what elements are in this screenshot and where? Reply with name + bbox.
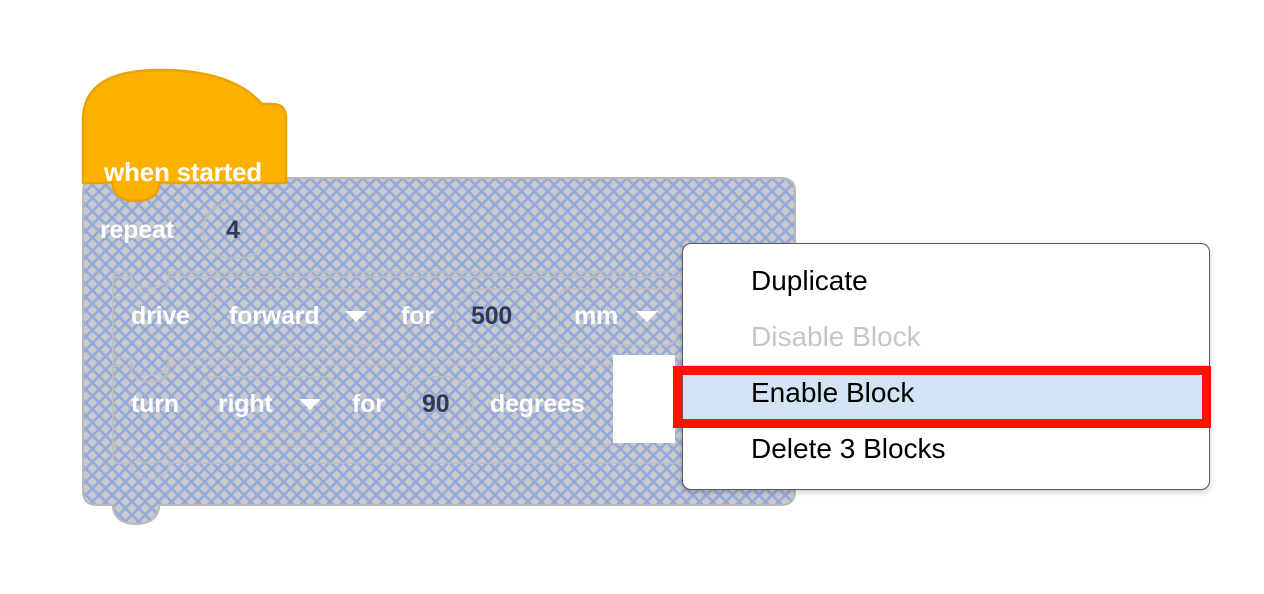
turn-direction-field [199, 376, 336, 434]
drive-block-shape[interactable] [112, 276, 796, 376]
block-context-menu[interactable]: Duplicate Disable Block Enable Block Del… [682, 243, 1210, 490]
turn-degrees-field [404, 376, 474, 434]
drive-distance-field [454, 288, 538, 346]
chevron-down-icon[interactable] [299, 399, 321, 410]
when-started-block-shape[interactable] [81, 68, 288, 203]
menu-gap-overlay [613, 355, 675, 443]
chevron-down-icon[interactable] [636, 311, 658, 322]
drive-direction-field [211, 288, 381, 346]
menu-item-disable-block: Disable Block [751, 321, 921, 352]
turn-block-shape[interactable] [112, 364, 615, 464]
chevron-down-icon[interactable] [345, 311, 367, 322]
repeat-count-field [202, 202, 268, 259]
drive-unit-field [557, 288, 678, 346]
menu-item-duplicate[interactable]: Duplicate [751, 265, 868, 296]
menu-item-delete-blocks[interactable]: Delete 3 Blocks [751, 433, 946, 464]
context-menu-list: Duplicate Disable Block Enable Block Del… [683, 244, 1209, 477]
menu-item-enable-block[interactable]: Enable Block [683, 365, 1209, 421]
